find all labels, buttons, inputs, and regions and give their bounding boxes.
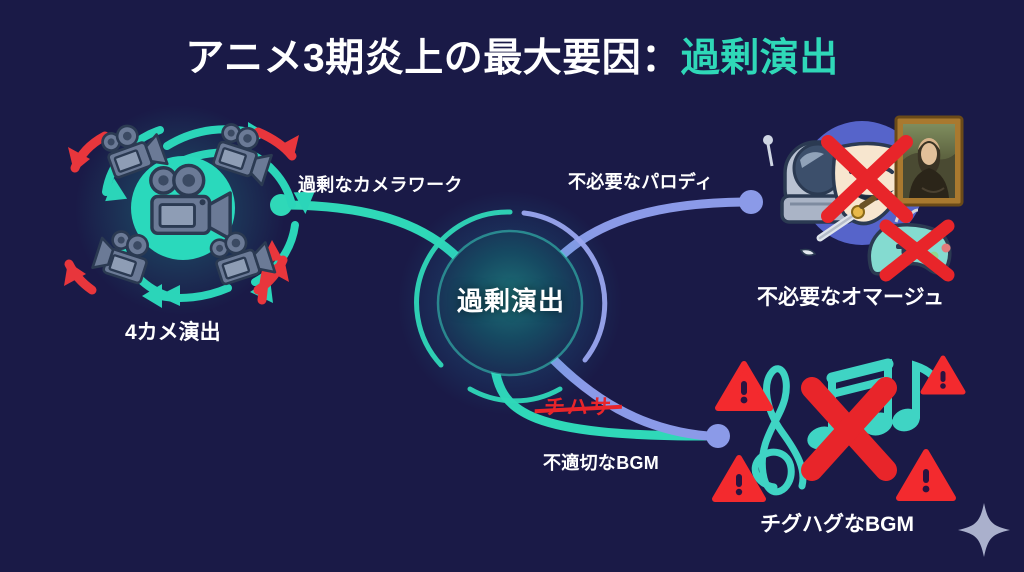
hub-node[interactable] [398, 191, 622, 415]
edge-node-parody [739, 190, 763, 214]
edge-label-camera: 過剰なカメラワーク [298, 175, 463, 195]
warning-triangle-icon [712, 455, 766, 502]
cluster-bgm [712, 355, 966, 502]
katana-icon [799, 195, 877, 257]
page-title-main: アニメ3期炎上の最大要因： [185, 37, 681, 80]
warning-triangle-icon [920, 355, 966, 395]
warning-triangle-icon [715, 361, 773, 411]
cluster-camera [64, 105, 315, 315]
page-title-highlight: 過剰演出 [680, 37, 839, 80]
scratched-annotation: チハサ [543, 391, 614, 421]
warning-triangle-icon [896, 449, 956, 501]
red-cross-out-icon [801, 377, 897, 481]
edge-node-bgm [706, 424, 730, 448]
movie-camera-icon [149, 163, 232, 241]
rotation-arrow-icon [156, 284, 232, 302]
red-cross-out-icon [879, 219, 955, 282]
edge-label-bgm: 不適切なBGM [543, 453, 660, 473]
edge-label-parody: 不必要なパロディ [568, 172, 714, 192]
page-title: アニメ3期炎上の最大要因：過剰演出 [0, 27, 1024, 83]
cluster-caption-homage: 不必要なオマージュ [757, 286, 945, 309]
movie-camera-icon [101, 124, 169, 179]
mona-lisa-painting-icon [894, 115, 964, 207]
red-cross-out-icon [821, 135, 913, 223]
cluster-homage [763, 115, 964, 282]
cluster-caption-bgm: チグハグなBGM [760, 513, 914, 536]
rotation-arrow-icon [64, 135, 299, 286]
cluster-caption-camera: 4カメ演出 [125, 321, 221, 344]
movie-camera-icon [91, 230, 149, 285]
sparkle-icon [958, 503, 1010, 557]
treble-clef-icon [751, 365, 807, 496]
movie-camera-icon [212, 123, 273, 187]
movie-camera-icon [209, 231, 277, 286]
